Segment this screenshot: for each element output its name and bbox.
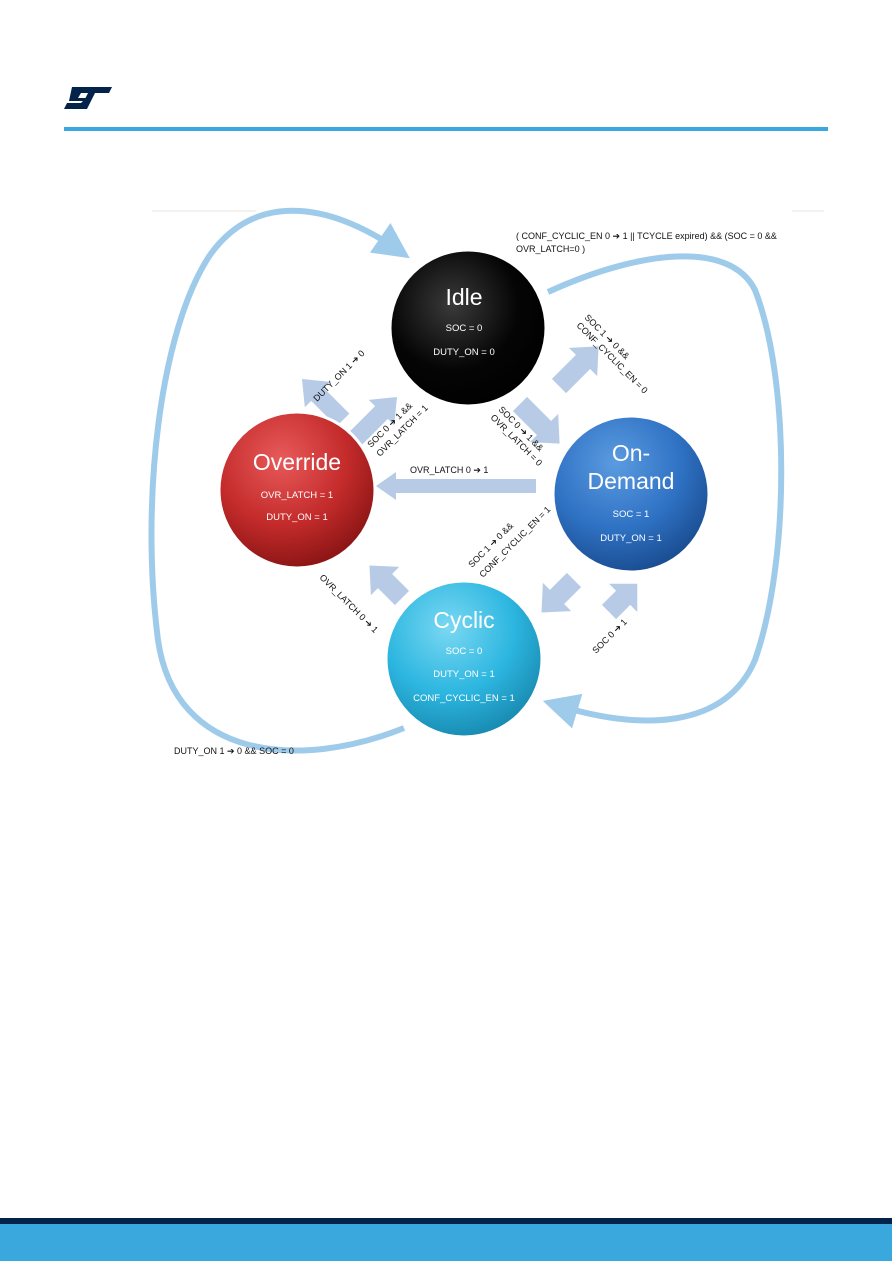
arrow-ondemand-to-override [376, 472, 536, 500]
state-idle-line: DUTY_ON = 0 [433, 347, 495, 358]
state-cyclic-line: CONF_CYCLIC_EN = 1 [413, 693, 515, 704]
state-on-demand: On- Demand SOC = 1 DUTY_ON = 1 [551, 414, 711, 574]
transition-label-cyclic-to-ondemand: SOC 0 ➔ 1 [590, 617, 629, 656]
transition-label-idle-to-cyclic: ( CONF_CYCLIC_EN 0 ➔ 1 || TCYCLE expired… [516, 231, 777, 241]
state-idle-title: Idle [445, 284, 482, 310]
arrow-idle-to-override [301, 378, 350, 427]
arrow-override-to-idle [349, 396, 398, 445]
state-override: Override OVR_LATCH = 1 DUTY_ON = 1 [217, 410, 377, 570]
state-override-title: Override [253, 449, 341, 475]
state-on-demand-title: Demand [588, 468, 675, 494]
state-idle-line: SOC = 0 [446, 323, 483, 334]
state-override-line: DUTY_ON = 1 [266, 512, 328, 523]
st-logo-icon [64, 87, 112, 109]
arrow-cyclic-to-ondemand [601, 583, 638, 620]
header-rule [64, 127, 828, 131]
state-on-demand-line: DUTY_ON = 1 [600, 533, 662, 544]
state-cyclic: Cyclic SOC = 0 DUTY_ON = 1 CONF_CYCLIC_E… [384, 579, 544, 739]
state-cyclic-line: SOC = 0 [446, 646, 483, 657]
state-cyclic-line: DUTY_ON = 1 [433, 669, 495, 680]
footer-blue-band [0, 1224, 892, 1261]
arrow-idle-to-ondemand [512, 396, 560, 444]
arrow-ondemand-to-idle [551, 346, 599, 394]
arrow-cyclic-to-override [369, 565, 410, 606]
state-idle: Idle SOC = 0 DUTY_ON = 0 [388, 248, 548, 408]
state-cyclic-title: Cyclic [433, 607, 494, 633]
state-override-line: OVR_LATCH = 1 [261, 490, 333, 501]
transition-label-idle-to-override: DUTY_ON 1 ➔ 0 [311, 348, 366, 403]
transition-label-ondemand-to-override: OVR_LATCH 0 ➔ 1 [410, 465, 488, 475]
arrow-ondemand-to-cyclic [541, 572, 582, 613]
footer-dark-band [0, 1218, 892, 1224]
transition-label-idle-to-cyclic: OVR_LATCH=0 ) [516, 244, 585, 254]
block-arrows [301, 346, 638, 620]
state-on-demand-title: On- [612, 440, 650, 466]
loop-arrow-cyclic-to-idle [148, 207, 410, 754]
loop-arrow-idle-to-cyclic [542, 253, 785, 729]
transition-label-cyclic-to-idle: DUTY_ON 1 ➔ 0 && SOC = 0 [174, 746, 294, 756]
state-on-demand-line: SOC = 1 [613, 509, 650, 520]
